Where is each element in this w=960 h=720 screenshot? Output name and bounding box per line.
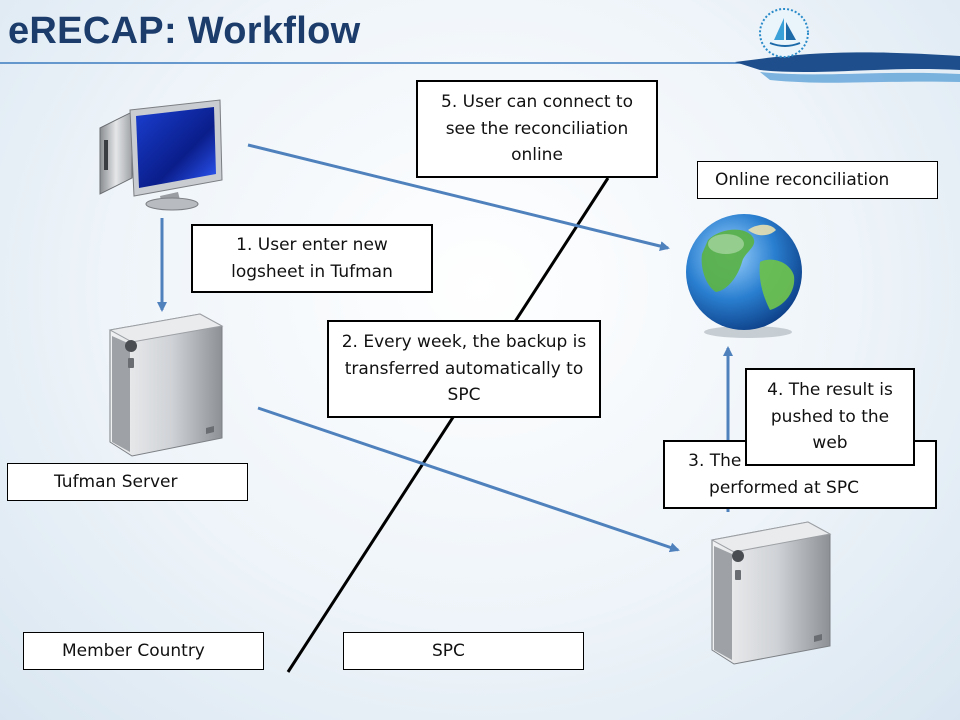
member-spc-divider [286, 177, 610, 673]
page-title: eRECAP: Workflow [8, 10, 361, 52]
label-member-country: Member Country [23, 632, 264, 670]
spc-logo-icon [759, 8, 809, 58]
step-1-box: 1. User enter new logsheet in Tufman [191, 224, 433, 293]
header-wave-light [760, 72, 960, 83]
header-decoration [0, 8, 960, 83]
step-2-box: 2. Every week, the backup is transferred… [327, 320, 601, 418]
header-wave [735, 52, 960, 72]
step-5-box: 5. User can connect to see the reconcili… [416, 80, 658, 178]
arrow-server-to-spc [257, 406, 680, 553]
label-spc: SPC [343, 632, 584, 670]
label-online-reconciliation: Online reconciliation [697, 161, 938, 199]
step-4-box: 4. The result is pushed to the web [745, 368, 915, 466]
arrow-computer-to-globe [247, 143, 670, 251]
label-tufman-server: Tufman Server [7, 463, 248, 501]
